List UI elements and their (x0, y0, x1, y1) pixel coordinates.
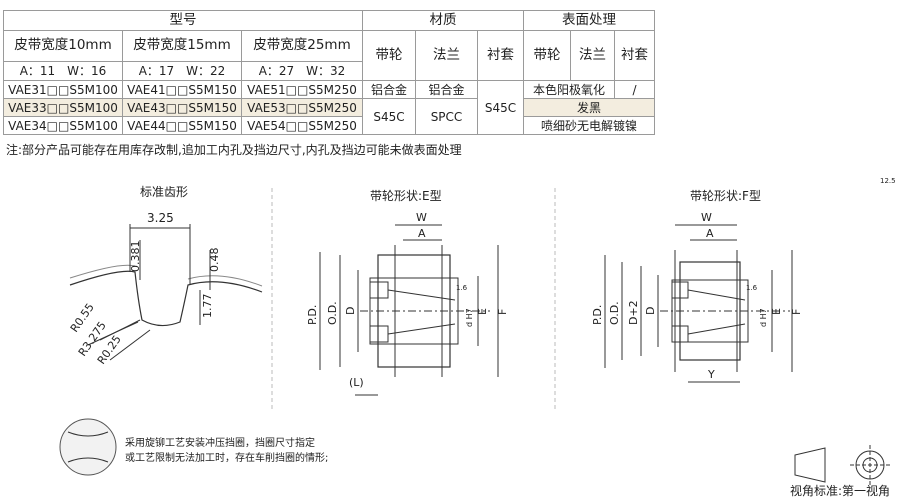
dims-10: A：11 W：16 (3, 61, 123, 81)
f-dim-d: D (644, 307, 657, 315)
col-width-15: 皮带宽度15mm (122, 30, 242, 62)
col-material-pulley: 带轮 (362, 30, 416, 81)
material-pulley-alu: 铝合金 (362, 80, 416, 99)
f-dim-w: W (701, 211, 712, 224)
col-width-25: 皮带宽度25mm (241, 30, 363, 62)
col-surface-flange: 法兰 (570, 30, 615, 81)
f-roughness: 1.6 (746, 284, 758, 292)
e-dim-w: W (416, 211, 427, 224)
col-surface-bush: 衬套 (614, 30, 655, 81)
first-angle-projection-symbol (794, 445, 890, 485)
model-cell: VAE44□□S5M150 (122, 116, 242, 135)
footer-note-line1: 采用旋铆工艺安装冲压挡圈，挡圈尺寸指定 (125, 436, 315, 449)
surface-nickel: 喷细砂无电解镀镍 (523, 116, 655, 135)
tooth-title: 标准齿形 (140, 185, 188, 199)
f-dim-pd: P.D. (591, 305, 604, 325)
tooth-dim: 3.25 (147, 211, 174, 225)
material-pulley-steel: S45C (362, 98, 416, 135)
e-dim-f: F (496, 309, 509, 315)
projection-label: 视角标准:第一视角 (790, 483, 890, 498)
f-dim-f: F (790, 309, 803, 315)
e-type-title: 带轮形状:E型 (370, 189, 442, 203)
f-type-title: 带轮形状:F型 (690, 189, 761, 203)
f-dim-bore: d H7 (759, 308, 768, 327)
e-dim-od: O.D. (326, 301, 339, 325)
f-dim-d2: D+2 (627, 300, 640, 325)
footer-note-line2: 或工艺限制无法加工时，存在车削挡圈的情形; (125, 451, 328, 464)
pulley-f-type-drawing (604, 224, 793, 383)
tooth-profile-drawing (69, 224, 263, 361)
e-dim-l: (L) (349, 376, 364, 389)
e-dim-d: D (344, 307, 357, 315)
f-dim-a: A (706, 227, 714, 240)
pulley-e-type-drawing (319, 224, 499, 396)
tooth-dim: 0.48 (208, 248, 221, 273)
material-flange-steel: SPCC (415, 98, 478, 135)
spec-table: 型号 材质 表面处理 皮带宽度10mm 皮带宽度15mm 皮带宽度25mm 带轮… (3, 10, 655, 135)
e-roughness: 1.6 (456, 284, 468, 292)
material-bush: S45C (477, 80, 524, 135)
table-note: 注:部分产品可能存在用库存改制,追加工内孔及挡边尺寸,内孔及挡边可能未做表面处理 (6, 143, 462, 157)
f-dim-e: E (770, 308, 783, 315)
model-cell: VAE54□□S5M250 (241, 116, 363, 135)
model-cell: VAE34□□S5M100 (3, 116, 123, 135)
model-cell: VAE43□□S5M150 (122, 98, 242, 117)
f-dim-y: Y (707, 368, 715, 381)
f-dim-od: O.D. (608, 301, 621, 325)
corner-roughness: 12.5 (880, 177, 896, 185)
tooth-dim: 1.77 (201, 294, 214, 319)
model-cell: VAE53□□S5M250 (241, 98, 363, 117)
e-dim-bore: d H7 (465, 308, 474, 327)
tooth-dim: 0.381 (129, 241, 142, 273)
dims-15: A：17 W：22 (122, 61, 242, 81)
e-dim-e: E (476, 308, 489, 315)
e-dim-a: A (418, 227, 426, 240)
flange-riveting-detail (59, 418, 117, 476)
model-cell: VAE33□□S5M100 (3, 98, 123, 117)
e-dim-pd: P.D. (306, 305, 319, 325)
